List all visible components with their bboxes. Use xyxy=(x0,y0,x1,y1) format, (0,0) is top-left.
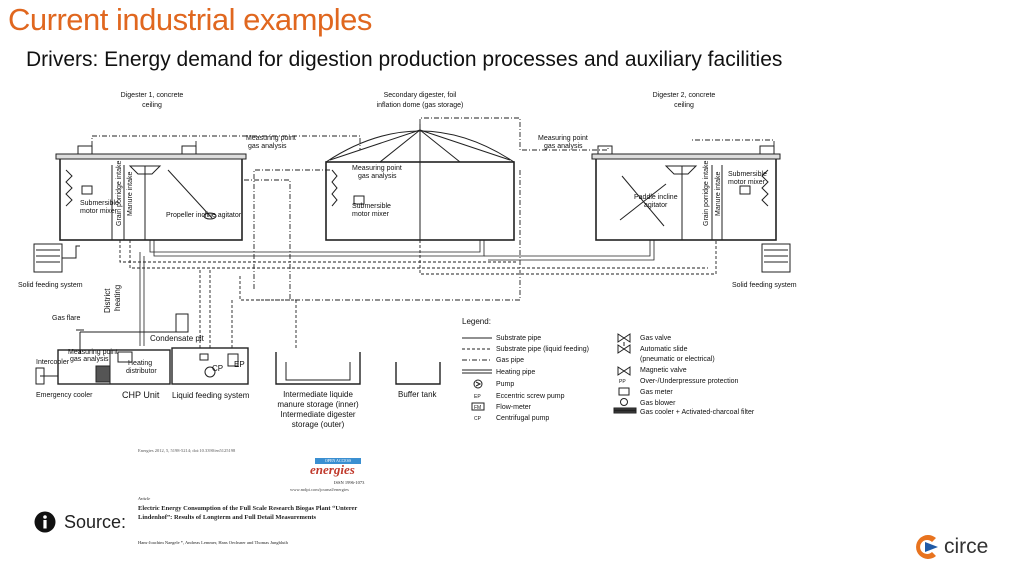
storage-line4: storage (outer) xyxy=(292,420,345,429)
source-label: Source: xyxy=(64,511,127,532)
legend-right-item: Gas blower xyxy=(640,400,676,407)
legend-left-item: Heating pipe xyxy=(496,369,535,376)
solid-feeding-left xyxy=(33,243,80,273)
circe-logo: circe xyxy=(912,532,988,562)
submersible-3-line2: motor mixer xyxy=(728,179,766,186)
journal-issn: ISSN 1996-1073 xyxy=(334,480,365,485)
buffer-tank-label: Buffer tank xyxy=(398,390,438,399)
legend-left-item: Substrate pipe xyxy=(496,335,541,342)
slide-title: Current industrial examples xyxy=(8,2,372,37)
storage-line3: Intermediate digester xyxy=(280,410,355,419)
measuring-point-2-line1: Measuring point xyxy=(538,135,588,142)
open-access-badge: OPEN ACCESS xyxy=(315,458,361,464)
legend-left-item: Gas pipe xyxy=(496,357,524,364)
paper-title: Electric Energy Consumption of the Full … xyxy=(138,505,358,521)
submersible-1-line2: motor mixer xyxy=(80,208,118,215)
legend-left-item: Centrifugal pump xyxy=(496,415,549,422)
chp-unit-label: CHP Unit xyxy=(122,390,160,400)
liquid-feeding-label: Liquid feeding system xyxy=(172,391,250,400)
digester2-title-line1: Digester 2, concrete xyxy=(653,92,716,99)
digester1-title-line1: Digester 1, concrete xyxy=(121,92,184,99)
secondary-title-line2: inflation dome (gas storage) xyxy=(377,102,464,109)
measuring-point-2-line2: gas analysis xyxy=(544,143,583,150)
journal-name: energies xyxy=(310,462,355,477)
legend-right-item: Over-/Underpressure protection xyxy=(640,378,739,385)
heating-distributor-line2: distributor xyxy=(126,368,157,375)
paper-authors: Hans-Joachim Naegele *, Andreas Lemmer, … xyxy=(138,540,288,545)
paddle-agitator-line1: Paddle incline xyxy=(634,194,678,201)
storage-line2: manure storage (inner) xyxy=(277,400,359,409)
info-icon xyxy=(34,511,56,533)
legend-title: Legend: xyxy=(462,317,491,326)
legend-ep-symbol: EP xyxy=(474,394,481,400)
legend-right-item: Gas valve xyxy=(640,335,671,342)
submersible-2-line2: motor mixer xyxy=(352,211,390,218)
legend-line-samples xyxy=(462,337,492,411)
buffer-tank xyxy=(395,362,441,385)
submersible-2-line1: Submersible xyxy=(352,203,391,210)
grain-intake-2: Grain porridge intake xyxy=(703,161,710,226)
district-heating-line1: District xyxy=(103,288,112,313)
measuring-point-1-line2: gas analysis xyxy=(248,143,287,150)
chp-building xyxy=(35,349,171,385)
submersible-1-line1: Submersible xyxy=(80,200,119,207)
digester-2 xyxy=(591,145,781,241)
circe-logo-icon xyxy=(916,535,938,559)
legend-right-item: Gas meter xyxy=(640,389,673,396)
circe-logo-text: circe xyxy=(944,535,989,558)
journal-website: www.mdpi.com/journal/energies xyxy=(290,487,349,492)
submersible-3-line1: Submersible xyxy=(728,171,767,178)
measuring-point-3-line2: gas analysis xyxy=(358,173,397,180)
ep-label: EP xyxy=(234,360,245,369)
storage-line1: Intermediate liquide xyxy=(283,390,353,399)
legend-left-item: Eccentric screw pump xyxy=(496,393,565,400)
source-row: Source: xyxy=(34,511,126,533)
emergency-cooler-label: Emergency cooler xyxy=(36,392,93,399)
paper-citation: Energies 2012, 5, 5198-5214; doi:10.3390… xyxy=(138,448,236,453)
legend-right-item: Gas cooler + Activated-charcoal filter xyxy=(640,409,755,416)
propeller-agitator-label: Propeller incline agitator xyxy=(166,212,242,219)
solid-feeding-left-label: Solid feeding system xyxy=(18,282,83,289)
secondary-digester xyxy=(325,124,515,241)
digester2-title-line2: ceiling xyxy=(674,102,694,109)
slide-subtitle: Drivers: Energy demand for digestion pro… xyxy=(26,48,783,71)
manure-intake-2: Manure intake xyxy=(715,172,722,216)
measuring-point-1-line1: Measuring point xyxy=(246,135,296,142)
intermediate-storage xyxy=(275,352,361,385)
legend-cp-symbol: CP xyxy=(474,416,482,422)
solid-feeding-right-label: Solid feeding system xyxy=(732,282,797,289)
legend-symbol-samples xyxy=(613,333,637,414)
secondary-title-line1: Secondary digester, foil xyxy=(384,92,457,99)
intercooler-label: Intercooler xyxy=(36,359,70,366)
legend-pp-symbol: PP xyxy=(619,379,626,385)
legend-right-item: (pneumatic or electrical) xyxy=(640,356,715,363)
heating-distributor-line1: Heating xyxy=(128,360,152,367)
diagram-labels: Digester 1, concrete ceiling Secondary d… xyxy=(18,92,797,429)
measuring-point-4-line1: Measuring point xyxy=(68,349,118,356)
legend: Legend: Substrate pipe Substrate pipe (l… xyxy=(462,317,755,422)
legend-fm-symbol: FM xyxy=(474,405,481,411)
paper-thumbnail[interactable]: Energies 2012, 5, 5198-5214; doi:10.3390… xyxy=(138,448,378,553)
article-type: Article xyxy=(138,496,151,501)
digester1-title-line2: ceiling xyxy=(142,102,162,109)
legend-left-item: Pump xyxy=(496,381,514,388)
grain-intake-1: Grain porridge intake xyxy=(116,161,123,226)
solid-feeding-right xyxy=(761,243,791,273)
gas-flare-label: Gas flare xyxy=(52,315,81,322)
measuring-point-4-line2: gas analysis xyxy=(70,356,109,363)
cp-label: CP xyxy=(212,364,223,373)
measuring-point-3-line1: Measuring point xyxy=(352,165,402,172)
condensate-pit-label: Condensate pit xyxy=(150,334,205,343)
legend-right-item: Automatic slide xyxy=(640,346,688,353)
district-heating-line2: heating xyxy=(113,285,122,311)
manure-intake-1: Manure intake xyxy=(127,172,134,216)
legend-right-item: Magnetic valve xyxy=(640,367,687,374)
legend-left-item: Flow-meter xyxy=(496,404,532,411)
paddle-agitator-line2: agitator xyxy=(644,202,668,209)
legend-left-item: Substrate pipe (liquid feeding) xyxy=(496,346,589,353)
digester-1 xyxy=(55,145,247,241)
liquid-feeding-building xyxy=(171,347,249,385)
